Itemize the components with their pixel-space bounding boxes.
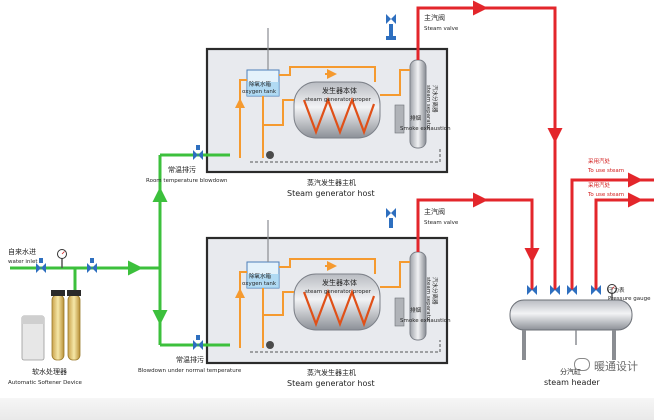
oxygen-tank-cn-upper: 除氧水箱 xyxy=(249,80,272,88)
host-en-upper: Steam generator host xyxy=(287,189,375,198)
normal-blowdown-cn: 常温排污 xyxy=(176,355,204,364)
normal-blowdown-en: Blowdown under normal temperature xyxy=(138,368,242,374)
valve-icon xyxy=(567,285,577,295)
exhaust-en-upper: Smoke exhaustion xyxy=(400,126,451,132)
pressure-gauge-icon xyxy=(607,284,617,300)
generator-proper-cn-upper: 发生器本体 xyxy=(322,86,357,95)
valve-icon xyxy=(386,208,396,228)
generator-proper-en-upper: steam generator proper xyxy=(305,97,372,103)
valve-icon xyxy=(386,14,396,40)
watermark: 暖通设计 xyxy=(574,358,638,374)
wechat-icon xyxy=(574,358,590,371)
valve-icon xyxy=(193,145,203,160)
watermark-text: 暖通设计 xyxy=(594,360,638,373)
upper-internals xyxy=(235,28,441,163)
steam-header-en: steam header xyxy=(544,378,600,387)
valve-icon xyxy=(87,258,97,273)
room-blowdown-cn: 常温排污 xyxy=(168,165,196,174)
oxygen-tank-cn-lower: 除氧水箱 xyxy=(249,272,272,280)
bottom-strip xyxy=(0,398,654,420)
steam-header xyxy=(509,299,633,360)
separator-en-lower: steam separator xyxy=(425,277,431,323)
valve-icon xyxy=(591,285,601,295)
host-cn-lower: 蒸汽发生器主机 xyxy=(307,368,356,377)
main-steam-valve-en-upper: Steam valve xyxy=(424,26,459,32)
valve-icon xyxy=(193,335,203,350)
softener-cn: 软水处理器 xyxy=(32,367,67,376)
exhaust-cn-upper: 排烟 xyxy=(410,114,422,122)
softener-device xyxy=(21,290,81,361)
host-en-lower: Steam generator host xyxy=(287,379,375,388)
exhaust-en-lower: Smoke exhaustion xyxy=(400,318,451,324)
lower-internals xyxy=(235,220,441,353)
water-inlet-cn: 自来水进 xyxy=(8,247,36,256)
generator-proper-cn-lower: 发生器本体 xyxy=(322,278,357,287)
room-blowdown-en: Room temperature blowdown xyxy=(146,178,228,184)
separator-cn-lower: 汽水分离器 xyxy=(431,277,439,305)
use-steam-cn-1: 采用汽处 xyxy=(588,157,611,165)
use-steam-cn-2: 采用汽处 xyxy=(588,181,611,189)
steam-header-cn: 分汽缸 xyxy=(560,367,581,376)
oxygen-tank-en-upper: oxygen tank xyxy=(242,89,277,95)
steam-lines xyxy=(416,6,654,290)
oxygen-tank-en-lower: oxygen tank xyxy=(242,281,277,287)
pressure-gauge-cn: 压力表 xyxy=(608,286,625,294)
main-steam-valve-cn-upper: 主汽阀 xyxy=(424,13,445,22)
pressure-gauge-icon xyxy=(57,249,67,268)
use-steam-en-1: To use steam xyxy=(587,168,624,174)
water-inlet-en: water inlet xyxy=(8,259,38,265)
main-steam-valve-cn-lower: 主汽阀 xyxy=(424,207,445,216)
valve-icon xyxy=(550,285,560,295)
exhaust-cn-lower: 排烟 xyxy=(410,306,422,314)
valve-icon xyxy=(36,258,46,273)
separator-en-upper: steam separator xyxy=(425,85,431,131)
generator-proper-en-lower: steam generator proper xyxy=(305,289,372,295)
use-steam-en-2: To use steam xyxy=(587,192,624,198)
main-steam-valve-en-lower: Steam valve xyxy=(424,220,459,226)
host-cn-upper: 蒸汽发生器主机 xyxy=(307,178,356,187)
softener-en: Automatic Softener Device xyxy=(8,380,82,386)
valve-icon xyxy=(527,285,537,295)
separator-cn-upper: 汽水分离器 xyxy=(431,85,439,113)
pressure-gauge-en: Pressure gauge xyxy=(608,296,651,302)
